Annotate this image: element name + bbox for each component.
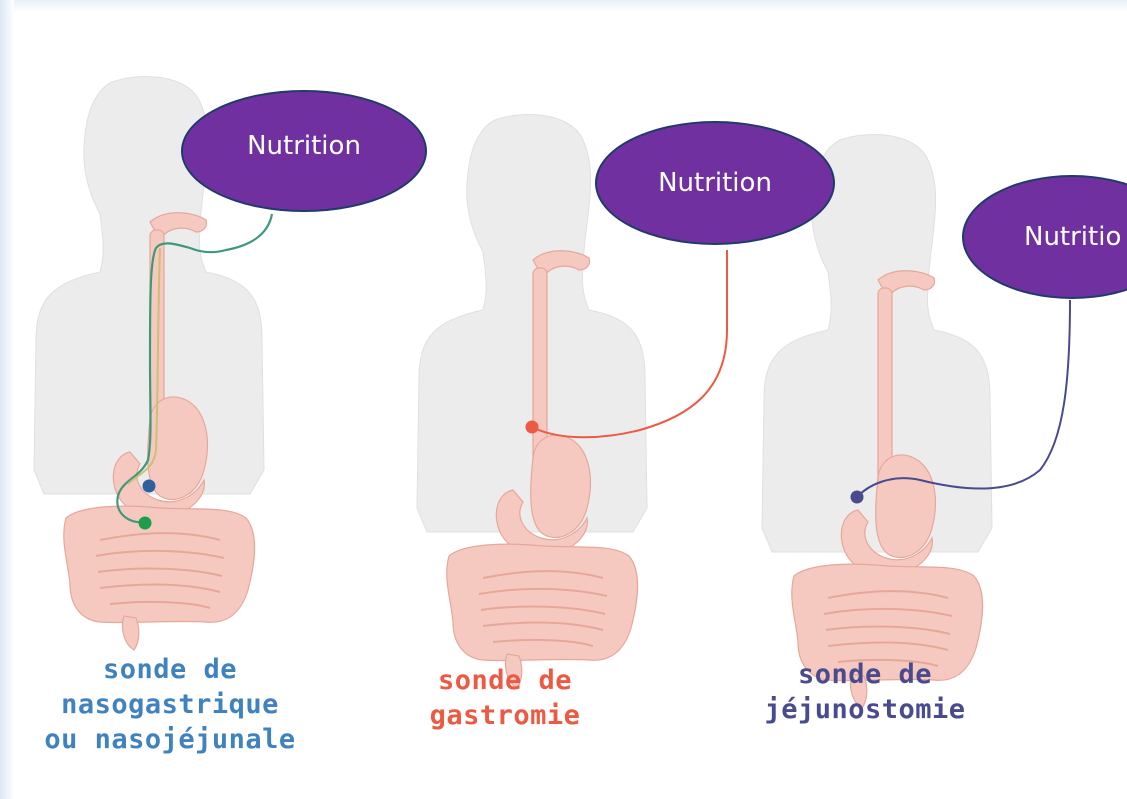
caption-line: sonde de — [745, 657, 985, 692]
caption-nasogastric: sonde de nasogastrique ou nasojéjunale — [20, 652, 320, 757]
bubble-label: Nutritio — [1024, 222, 1121, 252]
jejunostomy-site-marker — [851, 491, 864, 504]
caption-line: ou nasojéjunale — [20, 722, 320, 757]
caption-line: nasogastrique — [20, 687, 320, 722]
caption-line: jéjunostomie — [745, 692, 985, 727]
caption-line: gastromie — [400, 698, 610, 733]
bubble-label: Nutrition — [247, 131, 361, 161]
caption-gastrostomy: sonde de gastromie — [400, 663, 610, 733]
nutrition-bubble-nasogastric: Nutrition — [181, 90, 427, 212]
bubble-label: Nutrition — [658, 168, 772, 198]
caption-line: sonde de — [20, 652, 320, 687]
nutrition-bubble-gastrostomy: Nutrition — [595, 121, 835, 245]
caption-jejunostomy: sonde de jéjunostomie — [745, 657, 985, 727]
jejunal-tip-marker — [139, 517, 152, 530]
gastrostomy-site-marker — [526, 421, 539, 434]
caption-line: sonde de — [400, 663, 610, 698]
gastric-tip-marker — [143, 480, 156, 493]
